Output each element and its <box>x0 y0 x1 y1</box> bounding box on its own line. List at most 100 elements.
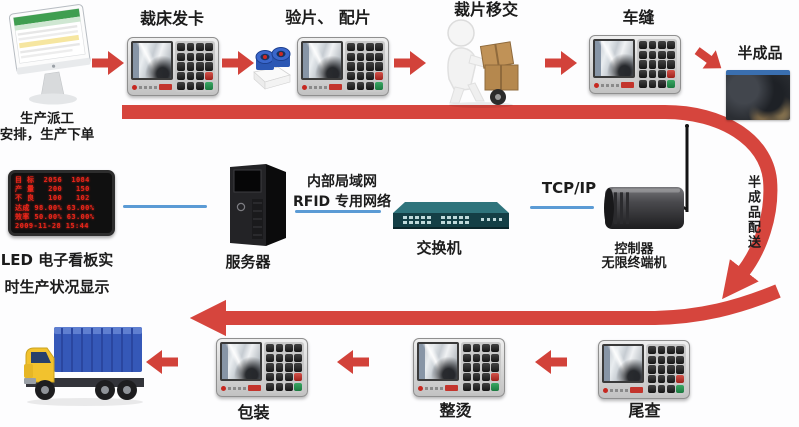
keypad-key <box>365 43 374 52</box>
keypad-key <box>365 52 374 61</box>
keypad-key <box>657 41 666 50</box>
keypad-green-key <box>667 79 675 88</box>
keypad-key <box>195 62 204 71</box>
controller-label: 控制器 无限终端机 <box>601 242 667 271</box>
terminal-screen-panel <box>220 342 263 393</box>
terminal-cutting-card <box>127 37 219 96</box>
production-computer <box>4 3 96 109</box>
worker-handtruck-figure <box>435 17 527 109</box>
terminal-caption-text <box>309 85 328 89</box>
terminal-caption-text <box>228 386 247 390</box>
terminal-red-button <box>159 84 173 90</box>
keypad-key <box>657 355 666 364</box>
keypad-key <box>639 50 648 59</box>
keypad-red-key <box>375 72 383 81</box>
keypad-key <box>639 41 648 50</box>
keypad-key <box>284 373 293 382</box>
arrow-transfer-to-sewing-icon <box>545 51 577 75</box>
ironing-label: 整烫 <box>439 401 472 420</box>
link-server-switch-line <box>295 210 381 213</box>
keypad-key <box>667 60 675 69</box>
keypad-key <box>648 50 657 59</box>
terminal-caption-text <box>139 85 158 89</box>
keypad-key <box>275 373 284 382</box>
keypad-key <box>177 62 186 71</box>
keypad-key <box>365 72 374 81</box>
terminal-screen <box>301 41 344 80</box>
terminal-caption-text <box>601 83 620 87</box>
keypad-key <box>365 81 374 90</box>
keypad-green-key <box>294 382 302 391</box>
keypad-key <box>676 346 684 355</box>
terminal-red-button <box>329 84 343 90</box>
band-top-right-arc <box>122 105 778 300</box>
keypad-key <box>666 384 675 393</box>
keypad-key <box>177 52 186 61</box>
keypad-key <box>177 81 186 90</box>
led-board-label: LED 电子看板实 时生产状况显示 <box>0 251 114 296</box>
keypad-key <box>481 373 490 382</box>
power-led <box>132 84 137 90</box>
keypad-key <box>347 52 356 61</box>
terminal-red-button <box>621 82 635 88</box>
power-led <box>302 84 307 90</box>
keypad-key <box>356 43 365 52</box>
terminal-red-button <box>630 387 644 393</box>
keypad-key <box>347 62 356 71</box>
keypad-key <box>375 62 383 71</box>
piece-transfer-label: 裁片移交 <box>453 0 518 19</box>
semi-finished-label: 半成品 <box>737 44 783 62</box>
terminal-controls <box>593 78 635 90</box>
keypad-key <box>657 384 666 393</box>
keypad-key <box>195 43 204 52</box>
keypad-key <box>294 353 302 362</box>
keypad-key <box>284 344 293 353</box>
keypad-key <box>491 344 499 353</box>
keypad-key <box>639 70 648 79</box>
keypad-key <box>481 382 490 391</box>
terminal-controls <box>301 80 343 92</box>
keypad-key <box>481 344 490 353</box>
terminal-sewing <box>589 35 681 94</box>
keypad-key <box>472 363 481 372</box>
keypad-key <box>266 363 275 372</box>
keypad-key <box>648 346 657 355</box>
keypad-red-key <box>676 375 684 384</box>
keypad-key <box>356 72 365 81</box>
keypad-key <box>676 365 684 374</box>
keypad-key <box>356 81 365 90</box>
keypad-key <box>356 62 365 71</box>
keypad-key <box>648 365 657 374</box>
terminal-keypad <box>264 342 304 393</box>
terminal-red-button <box>248 385 262 391</box>
keypad-key <box>294 363 302 372</box>
band-bottom-return <box>189 284 781 337</box>
keypad-key <box>648 41 657 50</box>
keypad-key <box>177 43 186 52</box>
terminal-screen <box>593 39 636 78</box>
keypad-key <box>284 382 293 391</box>
keypad-key <box>205 62 213 71</box>
tail-check-label: 尾查 <box>628 401 661 420</box>
keypad-key <box>648 79 657 88</box>
terminal-tail-check <box>598 340 690 399</box>
keypad-key <box>294 344 302 353</box>
keypad-red-key <box>294 373 302 382</box>
keypad-key <box>375 43 383 52</box>
keypad-key <box>666 365 675 374</box>
keypad-key <box>275 363 284 372</box>
terminal-keypad <box>461 342 501 393</box>
terminal-controls <box>602 383 644 395</box>
keypad-key <box>205 52 213 61</box>
keypad-key <box>195 52 204 61</box>
keypad-green-key <box>205 81 213 90</box>
computer-label: 生产派工 安排，生产下单 <box>0 111 95 143</box>
terminal-screen <box>220 342 263 381</box>
semi-finished-delivery-label: 半成品配送 <box>745 175 760 250</box>
terminal-controls <box>220 381 262 393</box>
delivery-truck <box>20 322 150 407</box>
